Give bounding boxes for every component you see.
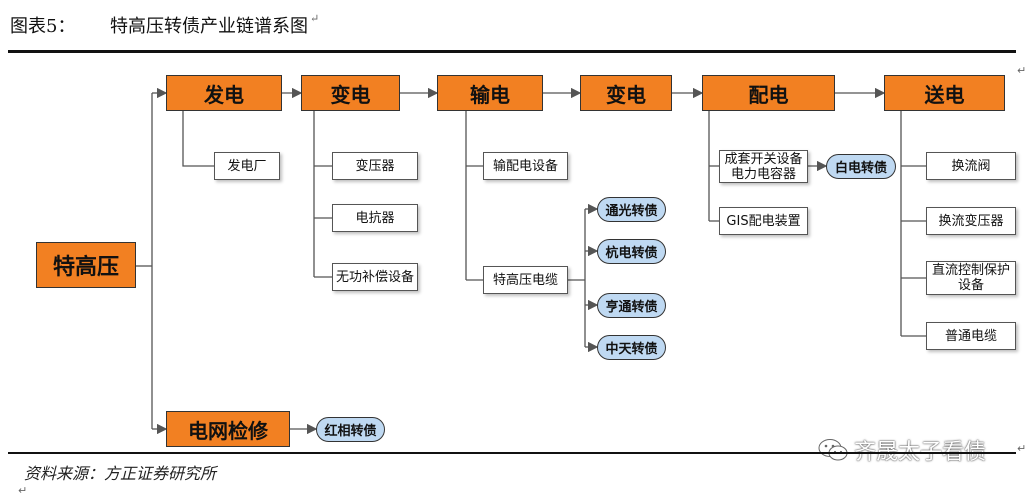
ordinary-cable-box: 普通电缆 [926, 322, 1016, 350]
stage-transmission-box: 输电 [437, 75, 543, 111]
stage-generation-box: 发电 [166, 75, 282, 111]
paragraph-mark-icon: ↵ [1017, 442, 1027, 455]
dc-control-protection-box: 直流控制保护 设备 [926, 261, 1016, 295]
watermark: 齐晟太子看债 [818, 434, 986, 466]
uhv-cable-box: 特高压电缆 [483, 266, 568, 294]
stage-delivery-box: 送电 [884, 75, 1005, 111]
stage-transformation-2-box: 变电 [580, 75, 672, 111]
wechat-icon [818, 439, 848, 461]
gis-device-box: GIS配电装置 [719, 207, 808, 235]
top-rule [8, 50, 1016, 53]
power-plant-box: 发电厂 [214, 152, 280, 180]
stage-transformation-box: 变电 [301, 75, 400, 111]
converter-transformer-box: 换流变压器 [926, 207, 1016, 235]
tongguang-bond-pill: 通光转债 [597, 197, 666, 222]
reactive-compensation-box: 无功补偿设备 [332, 263, 418, 291]
distribution-equipment-box: 输配电设备 [483, 152, 568, 180]
figure-header: 图表5： 特高压转债产业链谱系图↵ [10, 12, 319, 38]
paragraph-mark-icon: ↵ [18, 484, 28, 497]
stage-distribution-box: 配电 [702, 75, 835, 111]
converter-valve-box: 换流阀 [926, 152, 1016, 180]
paragraph-mark-icon: ↵ [310, 12, 320, 25]
root-uhv-box: 特高压 [36, 242, 136, 288]
reactor-box: 电抗器 [332, 204, 418, 232]
source-note: 资料来源：方正证券研究所 [24, 464, 217, 483]
transformer-box: 变压器 [332, 152, 418, 180]
watermark-text: 齐晟太子看债 [854, 440, 987, 465]
grid-maintenance-box: 电网检修 [166, 411, 290, 447]
hengtong-bond-pill: 亨通转债 [597, 293, 666, 318]
figure-label: 图表5： [10, 16, 76, 37]
paragraph-mark-icon: ↵ [1017, 64, 1027, 77]
hongxiang-bond-pill: 红相转债 [316, 417, 385, 442]
zhongtian-bond-pill: 中天转债 [597, 335, 666, 360]
hangdian-bond-pill: 杭电转债 [597, 239, 666, 264]
baidian-bond-pill: 白电转债 [826, 154, 896, 179]
figure-title: 特高压转债产业链谱系图↵ [110, 12, 320, 37]
switchgear-capacitor-box: 成套开关设备 电力电容器 [719, 150, 808, 183]
bottom-rule [8, 452, 1016, 454]
